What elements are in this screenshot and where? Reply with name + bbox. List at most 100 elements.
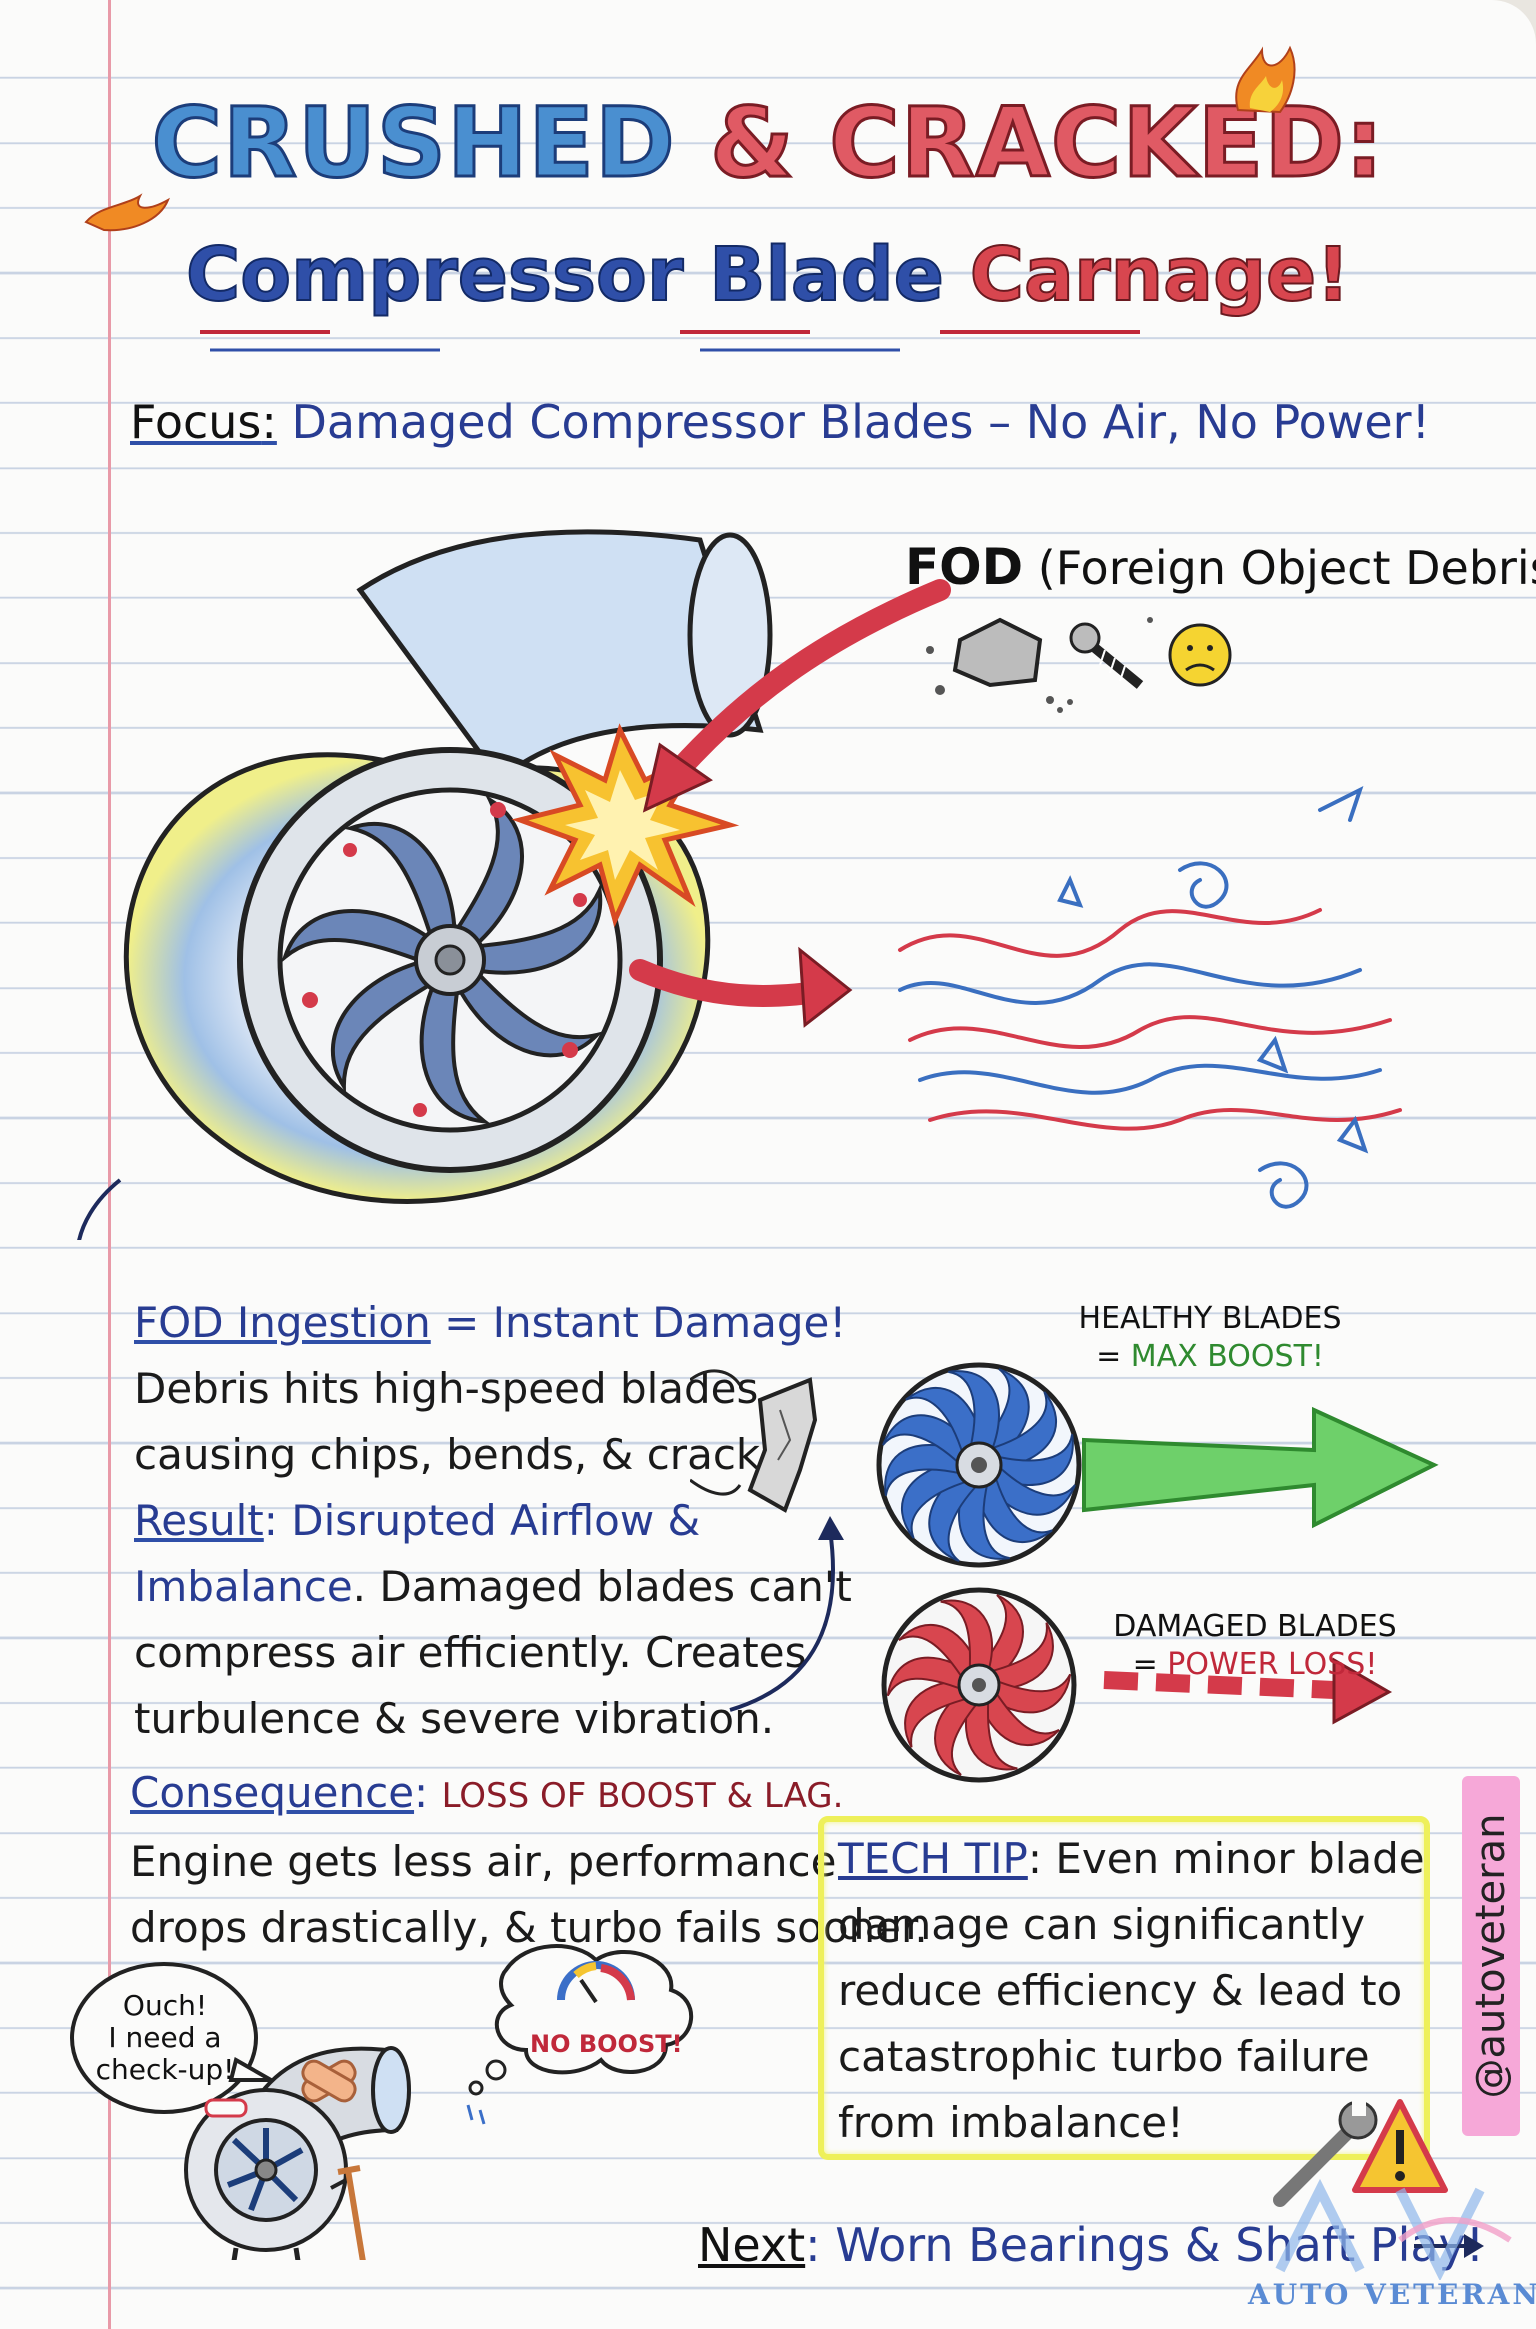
- consequence-section: Consequence: LOSS OF BOOST & LAG. Engine…: [130, 1760, 928, 1961]
- broken-blade-illustration: [690, 1369, 818, 1513]
- focus-label: Focus: [130, 395, 262, 449]
- healthy-compressor-wheel-icon: [876, 1362, 1082, 1568]
- speech-line-2: I need a: [108, 2021, 222, 2054]
- bandage-icon: [301, 2059, 357, 2103]
- healthy-wheel-illustration: [876, 1362, 1439, 1568]
- incoming-debris-arrow-icon: [642, 579, 951, 813]
- consequence-caps: LOSS OF BOOST & LAG.: [441, 1776, 844, 1816]
- fod-ingestion-section: FOD Ingestion = Instant Damage! Debris h…: [134, 1290, 846, 1488]
- flame-icon: [1235, 45, 1296, 114]
- damaged-wheel-illustration: [881, 1587, 1393, 1783]
- thought-bubble-icon: [494, 1944, 694, 2075]
- margin-line: [108, 0, 111, 2329]
- boost-arrow-icon: [1082, 1406, 1439, 1529]
- tech-tip-line-4: catastrophic turbo failure: [838, 2032, 1370, 2081]
- flame-icon: [84, 193, 170, 232]
- damaged-label-eq: =: [1132, 1647, 1168, 1682]
- wrench-icon: [1273, 2100, 1378, 2207]
- result-section: Result: Disrupted Airflow & Imbalance. D…: [134, 1488, 852, 1752]
- pointer-arrow-icon: [729, 1529, 836, 1712]
- turbulent-airflow-icon: [898, 786, 1402, 1209]
- healthy-label-line-2: MAX BOOST!: [1130, 1339, 1324, 1374]
- tech-tip-line-1: : Even minor blade: [1027, 1834, 1425, 1883]
- auto-veteran-logo: [1275, 2178, 1512, 2280]
- consequence-colon: :: [414, 1768, 442, 1817]
- next-text: : Worn Bearings & Shaft Play!: [805, 2218, 1485, 2272]
- mascot-speech-text: Ouch! I need a check-up!: [70, 1990, 260, 2086]
- bandage-strip-icon: [204, 2098, 248, 2118]
- broken-blade-icon: [747, 1377, 818, 1513]
- fod-label: FOD (Foreign Object Debris): [905, 538, 1536, 596]
- result-line-2: compress air efficiently. Creates: [134, 1628, 807, 1677]
- pointer-arrow-icon: [77, 1178, 122, 1240]
- speech-bubble-icon: [70, 1962, 258, 2114]
- debris-particles: [926, 617, 1153, 713]
- focus-line: Focus: Damaged Compressor Blades – No Ai…: [130, 392, 1430, 452]
- thought-no-boost: NO BOOST!: [530, 2030, 683, 2058]
- tech-tip-text: TECH TIP: Even minor blade damage can si…: [838, 1826, 1425, 2156]
- healthy-label-eq: =: [1096, 1339, 1131, 1374]
- damaged-label-line-1: DAMAGED BLADES: [1113, 1609, 1397, 1644]
- next-line: Next: Worn Bearings & Shaft Play!: [698, 2218, 1484, 2272]
- turbo-illustration: [77, 529, 1402, 1240]
- title-line-2: Compressor Blade Carnage!: [0, 230, 1536, 320]
- fod-ingestion-heading: FOD Ingestion: [134, 1298, 431, 1347]
- damaged-label-line-2: POWER LOSS!: [1167, 1647, 1378, 1682]
- result-line-1: . Damaged blades can't: [352, 1562, 852, 1611]
- focus-colon: :: [261, 395, 277, 449]
- pointer-arrow-icon: [690, 1369, 742, 1386]
- mascot-illustration: [70, 1944, 694, 2260]
- title-ampersand: &: [709, 87, 796, 200]
- tech-tip-box: [818, 1816, 1430, 2160]
- result-line-3: turbulence & severe vibration.: [134, 1694, 775, 1743]
- outgoing-airflow-arrow-icon: [629, 946, 853, 1028]
- title-decorations: [84, 45, 1296, 352]
- title-word-blade: Blade: [708, 231, 945, 319]
- result-heading-rest: : Disrupted Airflow &: [263, 1496, 701, 1545]
- tool-warning-icons: [1273, 2099, 1448, 2207]
- result-imbalance: Imbalance: [134, 1562, 353, 1611]
- tech-tip-line-3: reduce efficiency & lead to: [838, 1966, 1403, 2015]
- sad-face-icon: [1168, 623, 1232, 687]
- title-word-crushed: CRUSHED: [150, 87, 676, 200]
- handle-tag: @autoveteran: [1462, 1776, 1520, 2136]
- fod-expansion: (Foreign Object Debris): [1023, 541, 1536, 595]
- fod-ingestion-line-1: Debris hits high-speed blades,: [134, 1364, 772, 1413]
- focus-text: Damaged Compressor Blades – No Air, No P…: [276, 395, 1431, 449]
- consequence-line-2: drops drastically, & turbo fails sooner.: [130, 1903, 928, 1952]
- result-pointer-arrow: [729, 1516, 844, 1712]
- healthy-blades-label: HEALTHY BLADES = MAX BOOST!: [1060, 1300, 1360, 1376]
- fod-ingestion-heading-rest: = Instant Damage!: [430, 1298, 847, 1347]
- screw-icon: [1069, 622, 1144, 689]
- title-word-compressor: Compressor: [185, 231, 684, 319]
- damaged-compressor-wheel-icon: [281, 794, 604, 1124]
- rock-icon: [952, 617, 1043, 688]
- tech-tip-line-2: damage can significantly: [838, 1900, 1366, 1949]
- logo-text: AUTO VETERAN: [1248, 2278, 1536, 2311]
- handle-highlight: [1462, 1776, 1520, 2136]
- damaged-blades-label: DAMAGED BLADES = POWER LOSS!: [1090, 1608, 1420, 1684]
- title-word-carnage: Carnage!: [969, 231, 1351, 319]
- next-label: Next: [698, 2218, 806, 2272]
- handle-text: @autoveteran: [1468, 1813, 1514, 2099]
- tech-tip-line-5: from imbalance!: [838, 2098, 1184, 2147]
- speech-line-1: Ouch!: [122, 1989, 208, 2022]
- sweat-drops-icon: [466, 2104, 486, 2125]
- mascot-turbo-icon: [184, 2046, 411, 2260]
- fod-ingestion-line-2: causing chips, bends, & cracks.: [134, 1430, 796, 1479]
- result-heading: Result: [134, 1496, 264, 1545]
- consequence-heading: Consequence: [130, 1768, 415, 1817]
- boost-gauge-icon: [557, 1961, 635, 2004]
- tech-tip-heading: TECH TIP: [838, 1834, 1028, 1883]
- dashed-loss-arrow-icon: [1103, 1657, 1393, 1725]
- healthy-label-line-1: HEALTHY BLADES: [1078, 1301, 1342, 1336]
- consequence-line-1: Engine gets less air, performance: [130, 1837, 837, 1886]
- speech-line-3: check-up!: [95, 2053, 235, 2086]
- pointer-arrow-icon: [690, 1478, 742, 1496]
- damaged-small-wheel-icon: [881, 1587, 1077, 1783]
- crutch-icon: [337, 2165, 366, 2260]
- title-word-cracked: CRACKED:: [828, 87, 1385, 200]
- pointer-arrowhead-icon: [818, 1516, 844, 1540]
- title-line-1: CRUSHED & CRACKED:: [0, 87, 1536, 200]
